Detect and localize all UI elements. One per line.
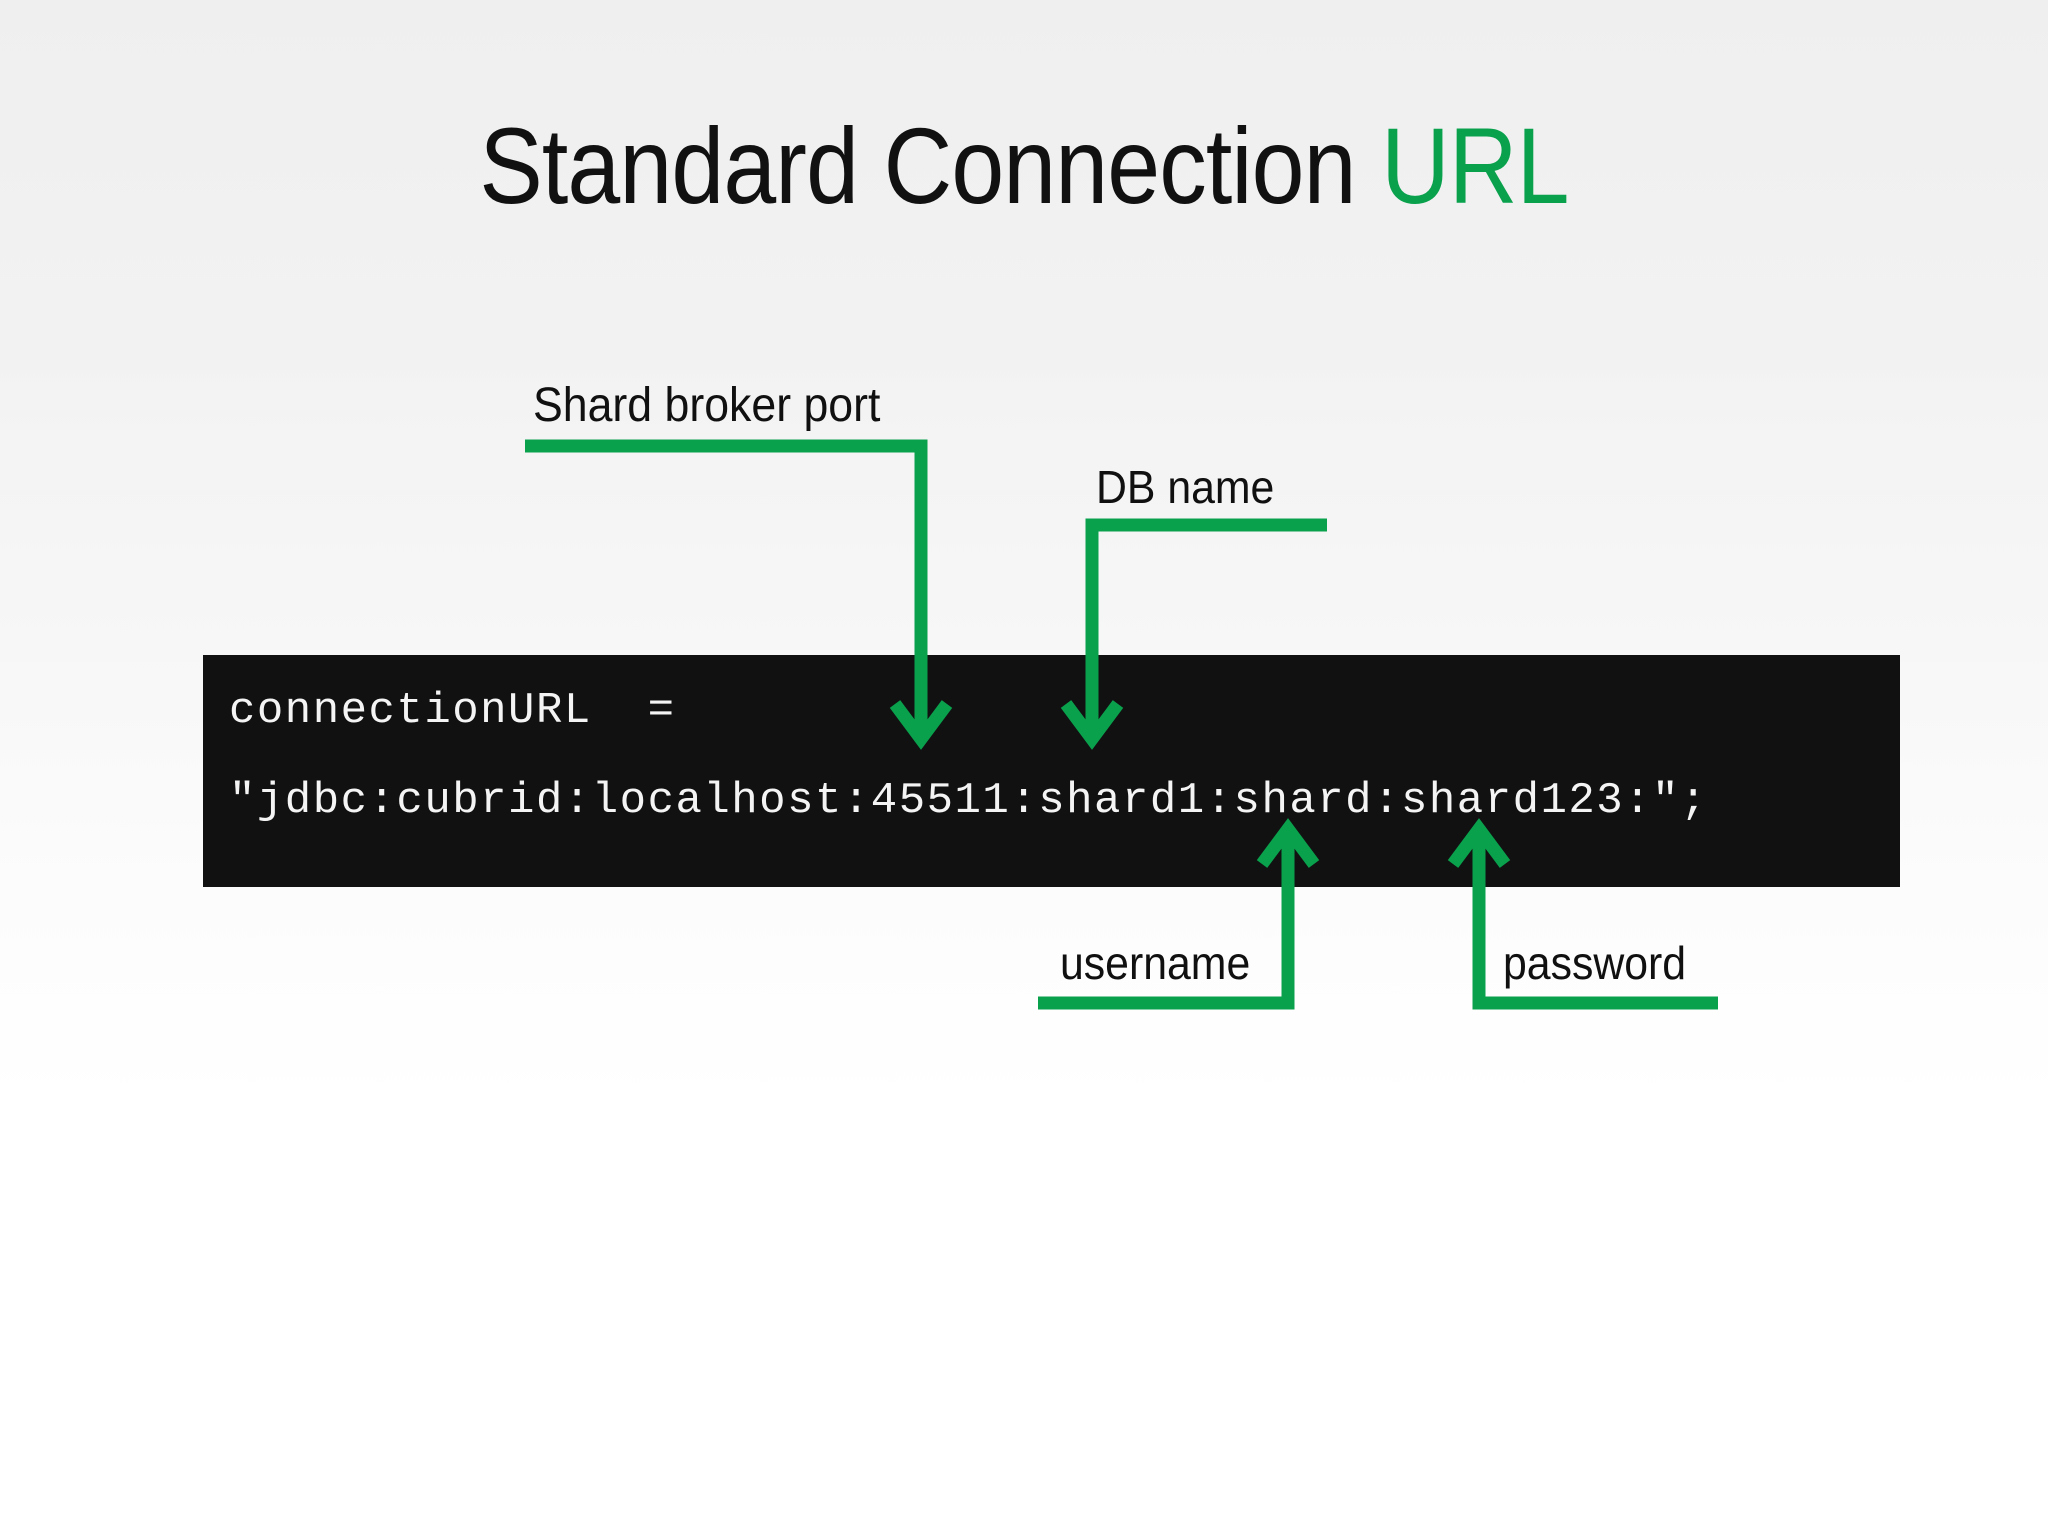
code-line-url-string: "jdbc:cubrid:localhost:45511:shard1:shar… [229, 776, 1708, 826]
annotation-label-username: username [1060, 937, 1251, 989]
page-title-main: Standard Connection [479, 105, 1382, 226]
annotation-label-db-name: DB name [1096, 461, 1275, 513]
annotation-label-shard-broker-port: Shard broker port [533, 379, 881, 432]
code-block: connectionURL = "jdbc:cubrid:localhost:4… [203, 655, 1900, 887]
code-line-assignment: connectionURL = [229, 686, 676, 736]
annotation-label-password: password [1503, 937, 1687, 989]
page-title: Standard Connection URL [123, 112, 1925, 220]
page-title-accent: URL [1381, 105, 1569, 226]
